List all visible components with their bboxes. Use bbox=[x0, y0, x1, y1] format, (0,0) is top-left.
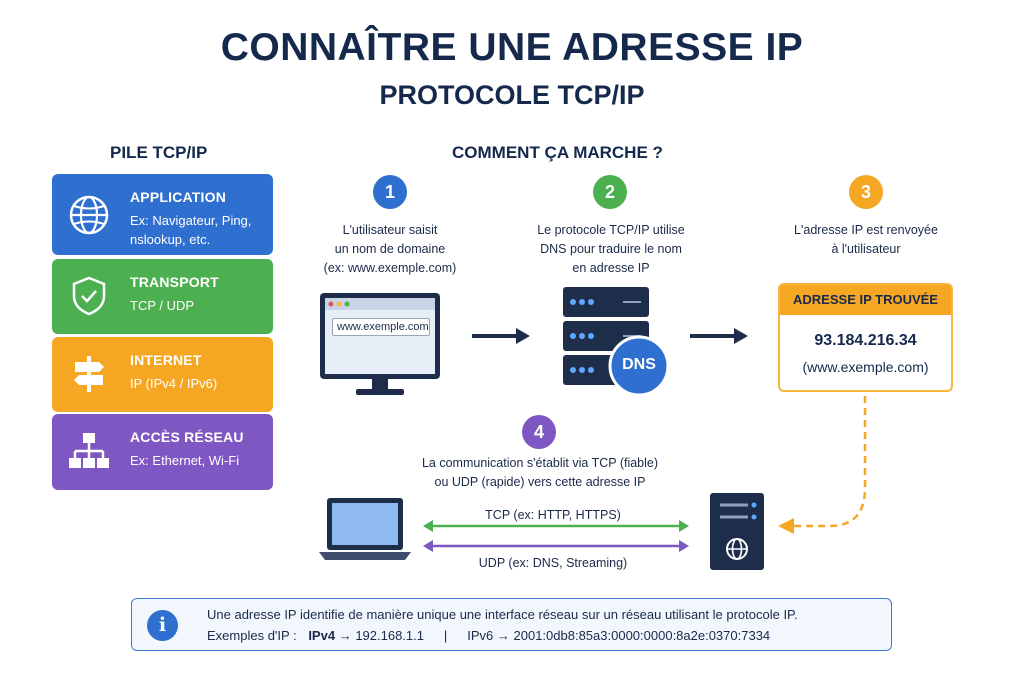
ip-result-heading: ADRESSE IP TROUVÉE bbox=[780, 285, 951, 315]
browser-url-field: www.exemple.com bbox=[332, 318, 430, 336]
arrow-right-icon bbox=[690, 328, 748, 344]
computer-monitor-icon bbox=[320, 293, 440, 395]
dashed-return-arrow bbox=[778, 396, 867, 534]
step-4-badge: 4 bbox=[522, 415, 556, 449]
info-icon: i bbox=[147, 610, 178, 641]
tcp-label: TCP (ex: HTTP, HTTPS) bbox=[485, 508, 621, 522]
info-box: i Une adresse IP identifie de manière un… bbox=[131, 598, 892, 651]
layer-internet: INTERNET IP (IPv4 / IPv6) bbox=[52, 337, 273, 412]
step-3-text: L'adresse IP est renvoyée à l'utilisateu… bbox=[794, 223, 938, 256]
layer-desc: Ex: Navigateur, Ping, nslookup, etc. bbox=[130, 213, 252, 247]
ip-result-box: ADRESSE IP TROUVÉE 93.184.216.34 (www.ex… bbox=[778, 283, 953, 392]
udp-label: UDP (ex: DNS, Streaming) bbox=[478, 556, 628, 570]
target-server-icon bbox=[710, 493, 764, 570]
layer-desc: Ex: Ethernet, Wi-Fi bbox=[130, 453, 240, 468]
layer-desc: IP (IPv4 / IPv6) bbox=[130, 376, 218, 391]
step-4-text: La communication s'établit via TCP (fiab… bbox=[421, 456, 659, 489]
tcp-double-arrow bbox=[423, 520, 689, 532]
layer-desc: TCP / UDP bbox=[130, 298, 195, 313]
dns-label: DNS bbox=[622, 356, 656, 373]
layer-name: ACCÈS RÉSEAU bbox=[130, 429, 244, 445]
step-2-badge: 2 bbox=[593, 175, 627, 209]
udp-double-arrow bbox=[423, 540, 689, 552]
step-3-badge: 3 bbox=[849, 175, 883, 209]
layer-transport: TRANSPORT TCP / UDP bbox=[52, 259, 273, 334]
layer-name: APPLICATION bbox=[130, 189, 227, 205]
ip-result-domain: (www.exemple.com) bbox=[802, 359, 929, 375]
network-icon bbox=[69, 433, 109, 468]
layer-network-access: ACCÈS RÉSEAU Ex: Ethernet, Wi-Fi bbox=[52, 414, 273, 490]
signpost-icon bbox=[74, 356, 104, 392]
info-description: Une adresse IP identifie de manière uniq… bbox=[207, 607, 798, 622]
ip-result-value: 93.184.216.34 bbox=[814, 332, 917, 349]
page-title: CONNAÎTRE UNE ADRESSE IP bbox=[220, 26, 804, 69]
step-1-text: L'utilisateur saisit un nom de domaine (… bbox=[323, 223, 457, 275]
arrow-right-icon bbox=[472, 328, 530, 344]
layer-name: INTERNET bbox=[130, 352, 202, 368]
info-examples: Exemples d'IP : IPv4 → 192.168.1.1 | IPv… bbox=[207, 628, 771, 643]
step-2-text: Le protocole TCP/IP utilise DNS pour tra… bbox=[537, 223, 685, 275]
step-1-badge: 1 bbox=[373, 175, 407, 209]
stack-heading: PILE TCP/IP bbox=[110, 143, 208, 162]
layer-name: TRANSPORT bbox=[130, 274, 219, 290]
how-heading: COMMENT ÇA MARCHE ? bbox=[452, 143, 663, 162]
layer-application: APPLICATION Ex: Navigateur, Ping, nslook… bbox=[52, 174, 273, 255]
laptop-icon bbox=[319, 498, 411, 560]
dns-server-icon bbox=[563, 287, 670, 397]
globe-icon bbox=[69, 195, 109, 235]
shield-icon bbox=[72, 276, 106, 316]
page-subtitle: PROTOCOLE TCP/IP bbox=[379, 80, 645, 110]
